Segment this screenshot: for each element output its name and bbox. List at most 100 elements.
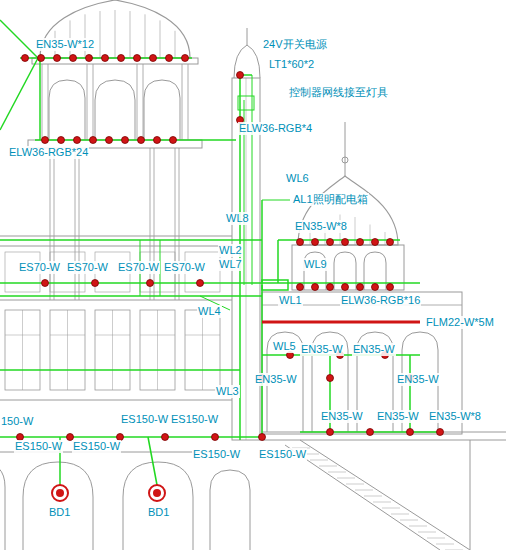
ground-lamp xyxy=(149,485,165,501)
annotation-label: BD1 xyxy=(48,506,71,519)
stair-step xyxy=(346,484,364,485)
window xyxy=(140,310,175,390)
column xyxy=(48,64,49,140)
floor-line xyxy=(0,400,232,401)
lamp-dot xyxy=(122,137,129,144)
annotation-label: EN35-W xyxy=(352,343,396,356)
annotation-label: 24V开关电源 xyxy=(262,38,328,51)
wire xyxy=(148,437,157,485)
lamp-dot xyxy=(42,137,49,144)
lamp-dot xyxy=(407,429,414,436)
lamp-dot xyxy=(134,55,141,62)
annotation-label: ES150-W xyxy=(192,448,241,461)
lamp-dot xyxy=(312,284,319,291)
column-shaft xyxy=(179,148,180,300)
lamp-dot xyxy=(297,239,304,246)
distribution-box xyxy=(262,280,288,290)
lamp-dot xyxy=(86,55,93,62)
stair-step xyxy=(436,544,454,545)
column xyxy=(182,64,183,140)
annotation-label: ES150-W xyxy=(170,413,219,426)
lamp-dot xyxy=(437,429,444,436)
lamp-dot xyxy=(327,375,334,382)
annotation-label: AL1照明配电箱 xyxy=(292,193,369,206)
arch xyxy=(123,462,193,550)
led-strip xyxy=(262,321,420,324)
window-bar xyxy=(202,310,203,390)
cornice xyxy=(0,236,232,237)
dome-rib xyxy=(115,10,116,58)
lamp-dot xyxy=(297,284,304,291)
dome-rib xyxy=(100,11,101,58)
cornice xyxy=(0,246,232,247)
lamp-dot xyxy=(118,55,125,62)
annotation-label: EN35-W xyxy=(300,343,344,356)
arch xyxy=(144,80,180,140)
annotation-label: 150-W xyxy=(0,415,34,428)
lamp-dot xyxy=(372,284,379,291)
lamp-dot xyxy=(42,280,49,287)
lamp-dot xyxy=(92,280,99,287)
annotation-label: EN35-W xyxy=(396,373,440,386)
dome-rib xyxy=(145,14,146,58)
column xyxy=(42,64,43,140)
column-shaft xyxy=(154,148,155,300)
arch xyxy=(95,80,135,140)
ground-lamp xyxy=(153,489,161,497)
side-dome xyxy=(298,176,398,245)
lamp-dot xyxy=(357,284,364,291)
column xyxy=(143,64,144,140)
annotation-label: WL6 xyxy=(285,172,310,185)
lamp-dot xyxy=(342,239,349,246)
annotation-label: LT1*60*2 xyxy=(268,58,315,71)
stair-step xyxy=(319,466,337,467)
stair-step xyxy=(364,496,382,497)
column xyxy=(137,64,138,140)
lamp-dot xyxy=(102,55,109,62)
wire xyxy=(0,369,240,371)
wire xyxy=(0,239,262,241)
window xyxy=(185,310,220,390)
wire xyxy=(35,139,236,141)
stair-step xyxy=(337,478,355,479)
dome-rib xyxy=(175,31,176,58)
window xyxy=(95,310,130,390)
pier xyxy=(470,440,471,550)
lamp-dot xyxy=(147,280,154,287)
dome-rib xyxy=(355,217,356,245)
dome-rib xyxy=(370,225,371,246)
annotation-label: ES70-W xyxy=(66,261,109,274)
floor-line xyxy=(0,300,232,301)
annotation-label: WL4 xyxy=(197,305,222,318)
lamp-dot xyxy=(342,284,349,291)
lamp-dot xyxy=(372,239,379,246)
stair-rail xyxy=(285,445,440,550)
wire xyxy=(278,239,400,241)
annotation-label: WL1 xyxy=(278,294,303,307)
lamp-dot xyxy=(312,239,319,246)
balustrade xyxy=(262,432,506,433)
lamp-dot xyxy=(54,55,61,62)
stair-step xyxy=(355,490,373,491)
stair-step xyxy=(391,514,409,515)
annotation-label: EN35-W xyxy=(254,373,298,386)
annotation-label: FLM22-W*5M xyxy=(425,316,495,329)
column-shaft xyxy=(150,148,151,300)
column-shaft xyxy=(79,148,80,300)
annotation-label: EN35-W*8 xyxy=(428,410,482,423)
wire xyxy=(252,75,253,285)
annotation-label: WL8 xyxy=(225,212,250,225)
dome-rib xyxy=(130,11,131,58)
window-bar xyxy=(157,310,158,390)
annotation-label: 控制器网线接至灯具 xyxy=(288,86,389,99)
arch xyxy=(49,80,85,140)
annotation-label: WL7 xyxy=(218,258,243,271)
annotation-label: ES70-W xyxy=(18,261,61,274)
leader xyxy=(262,200,290,201)
lamp-dot xyxy=(387,284,394,291)
arch xyxy=(364,252,386,290)
stair-step xyxy=(418,532,436,533)
arch xyxy=(0,462,5,550)
